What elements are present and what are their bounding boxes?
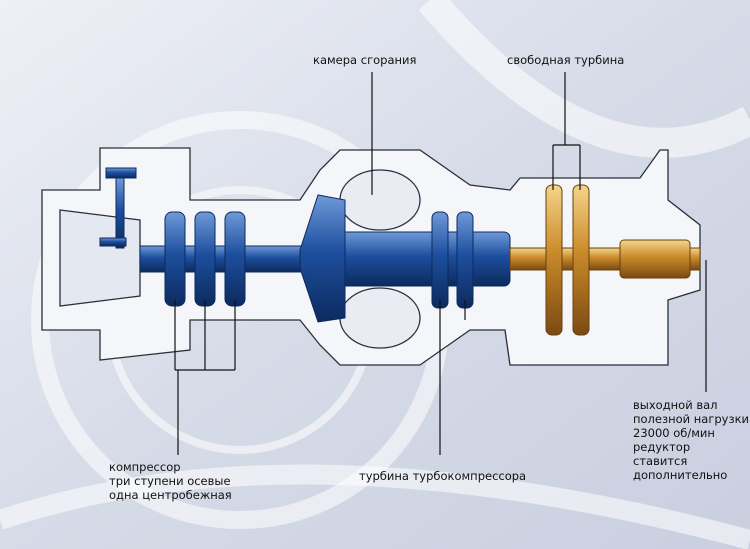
compressor-turbine-disks <box>431 211 474 309</box>
label-line: три ступени осевые <box>109 474 231 488</box>
label-combustion-chamber: камера сгорания <box>313 53 417 67</box>
label-line: одна центробежная <box>109 488 232 502</box>
label-output-shaft: выходной вал полезной нагрузки 23000 об/… <box>633 398 749 482</box>
label-line: компрессор <box>109 460 181 474</box>
label-line: ставится <box>633 454 688 468</box>
label-line: выходной вал <box>633 398 718 412</box>
label-line: редуктор <box>633 440 691 454</box>
turbine-drum <box>339 231 511 287</box>
centrifugal-impeller <box>299 194 346 323</box>
label-line: 23000 об/мин <box>633 426 715 440</box>
axial-compressor-stages <box>164 211 246 307</box>
leader-lines <box>174 72 707 455</box>
label-compressor: компрессор три ступени осевые одна центр… <box>109 460 232 502</box>
free-turbine-disks <box>545 184 691 336</box>
label-line: полезной нагрузки <box>633 412 750 426</box>
label-compressor-turbine: турбина турбокомпрессора <box>359 469 527 483</box>
label-free-turbine: свободная турбина <box>507 53 625 67</box>
label-line: дополнительно <box>633 468 728 482</box>
accessory-drive <box>99 167 137 249</box>
